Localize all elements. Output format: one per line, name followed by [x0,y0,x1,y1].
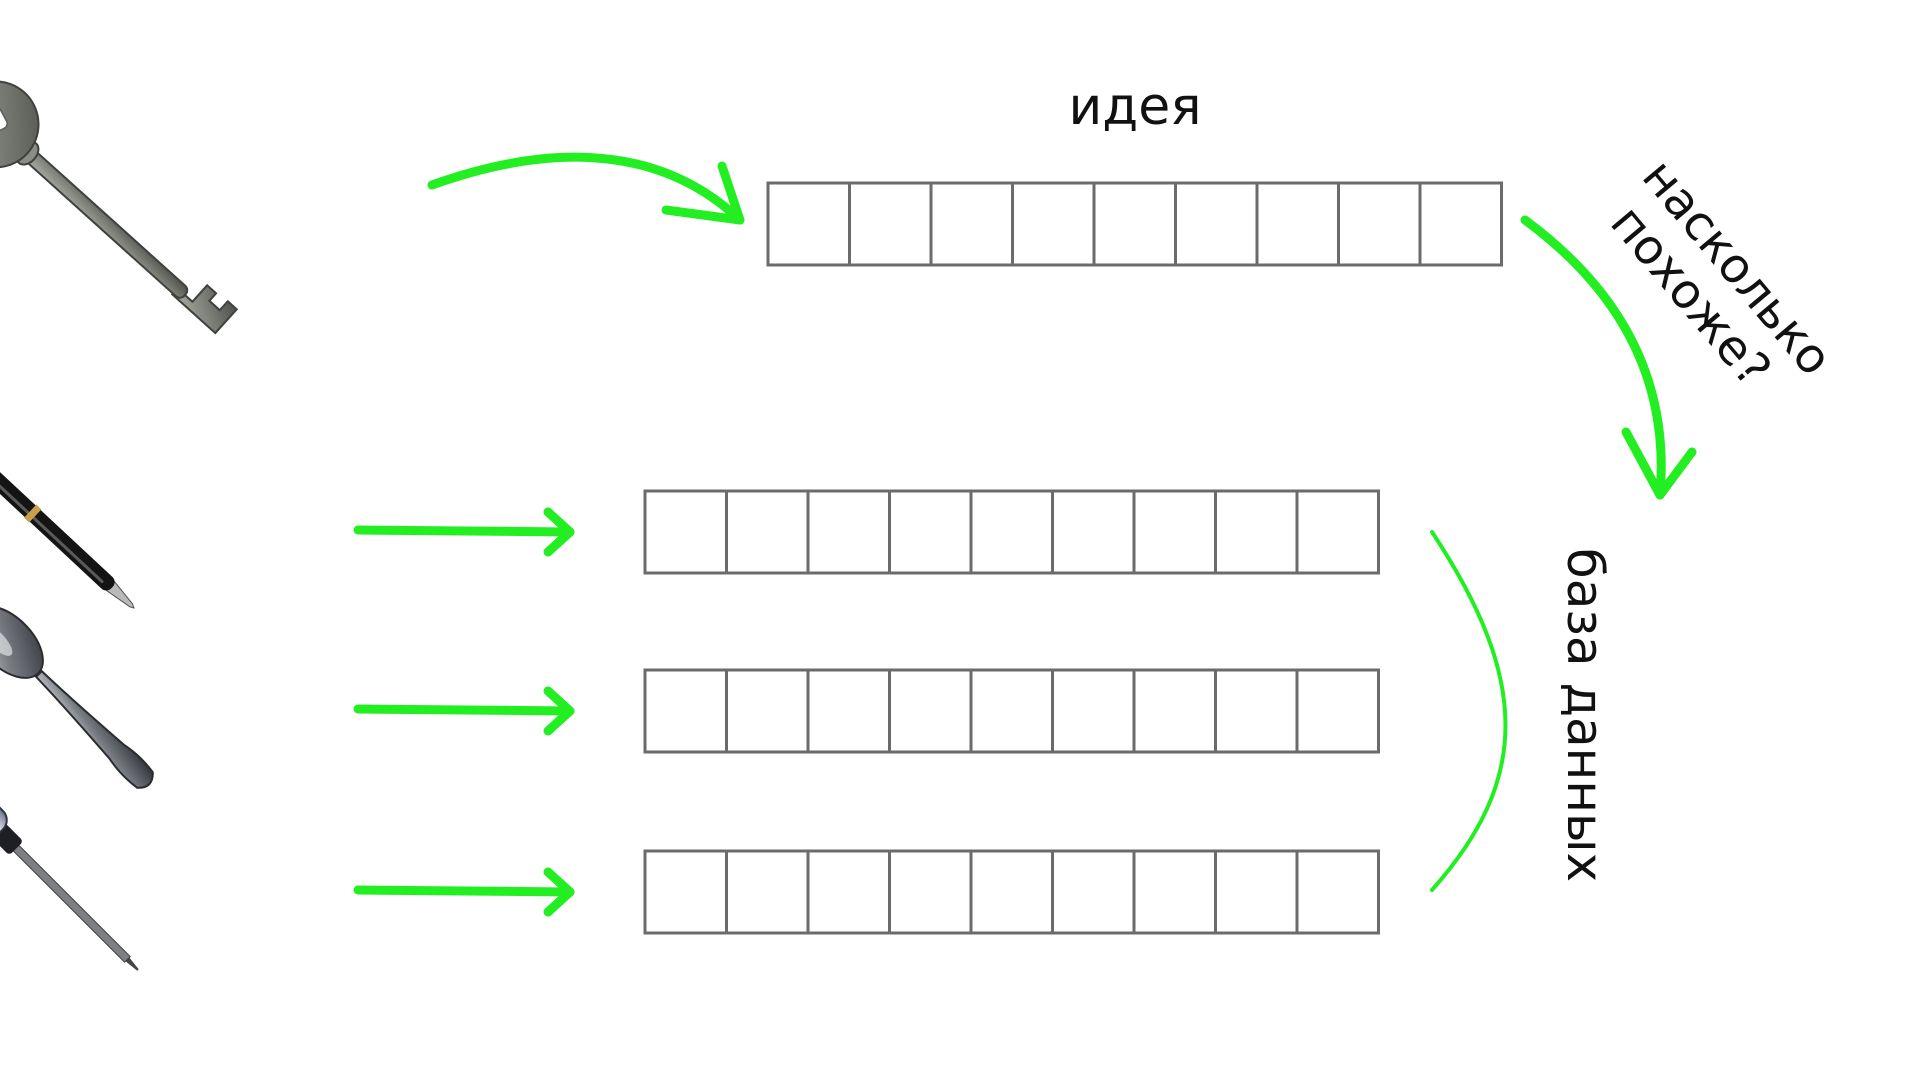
screwdriver-icon [0,760,139,971]
vector-cell [1132,668,1217,754]
vector-cell [1255,181,1340,267]
vector-cell [1295,489,1380,575]
arrow-pen-head [543,507,575,557]
screwdriver-ferrule [0,823,22,854]
vector-cell [969,489,1054,575]
arrow-similarity [1520,215,1666,500]
arrow-key-to-idea-head [661,161,745,225]
vector-cell [1295,668,1380,754]
spoon-icon [0,605,154,789]
vector-cell [806,849,891,935]
pen-ring [24,504,42,523]
vector-cell [1051,668,1136,754]
database-vector-spoon [643,668,1380,754]
database-brace [1430,530,1508,892]
vector-cell [725,489,810,575]
key-icon [0,80,239,335]
vector-cell [1337,181,1422,267]
vector-cell [806,489,891,575]
arrow-spoon-head [543,686,575,736]
database-vector-screwdriver [643,849,1380,935]
vector-cell [725,849,810,935]
vector-cell [1051,489,1136,575]
key-bow-hole [0,100,8,137]
vector-cell [1011,181,1096,267]
spoon-handle [34,669,154,789]
vector-cell [1295,849,1380,935]
query-vector-idea [766,181,1503,267]
key-shaft [24,149,189,299]
vector-cell [888,668,973,754]
arrow-key-to-idea [427,152,745,225]
screwdriver-handle [0,760,8,840]
vector-cell [643,489,728,575]
vector-cell [1092,181,1177,267]
vector-cell [888,849,973,935]
vector-cell [643,849,728,935]
vector-cell [969,849,1054,935]
arrow-screwdriver-head [543,867,575,917]
spoon-bowl-highlight [0,622,13,656]
arrow-screwdriver [353,885,575,897]
vector-cell [1214,489,1299,575]
idea-label: идея [1068,77,1201,137]
vector-cell [848,181,933,267]
vector-cell [806,668,891,754]
vector-cell [1132,489,1217,575]
vector-cell [643,668,728,754]
vector-cell [888,489,973,575]
pen-barrel [0,441,115,591]
vector-cell [1051,849,1136,935]
vector-cell [929,181,1014,267]
vector-cell [1418,181,1503,267]
arrow-spoon [353,704,575,716]
vector-group [643,181,1503,935]
screwdriver-shaft [10,842,131,963]
vector-cell [1174,181,1259,267]
vector-cell [969,668,1054,754]
similarity-label: насколько похоже? [1599,149,1843,397]
arrow-similarity-head [1621,427,1697,500]
key-bit [170,283,239,335]
vector-cell [725,668,810,754]
key-bow [0,80,40,169]
vector-cell [1214,668,1299,754]
vector-cell [1214,849,1299,935]
database-vector-pen [643,489,1380,575]
database-label: база данных [1556,548,1614,882]
vector-cell [766,181,851,267]
vector-cell [1132,849,1217,935]
arrow-pen [353,525,575,537]
pen-icon [0,441,135,609]
